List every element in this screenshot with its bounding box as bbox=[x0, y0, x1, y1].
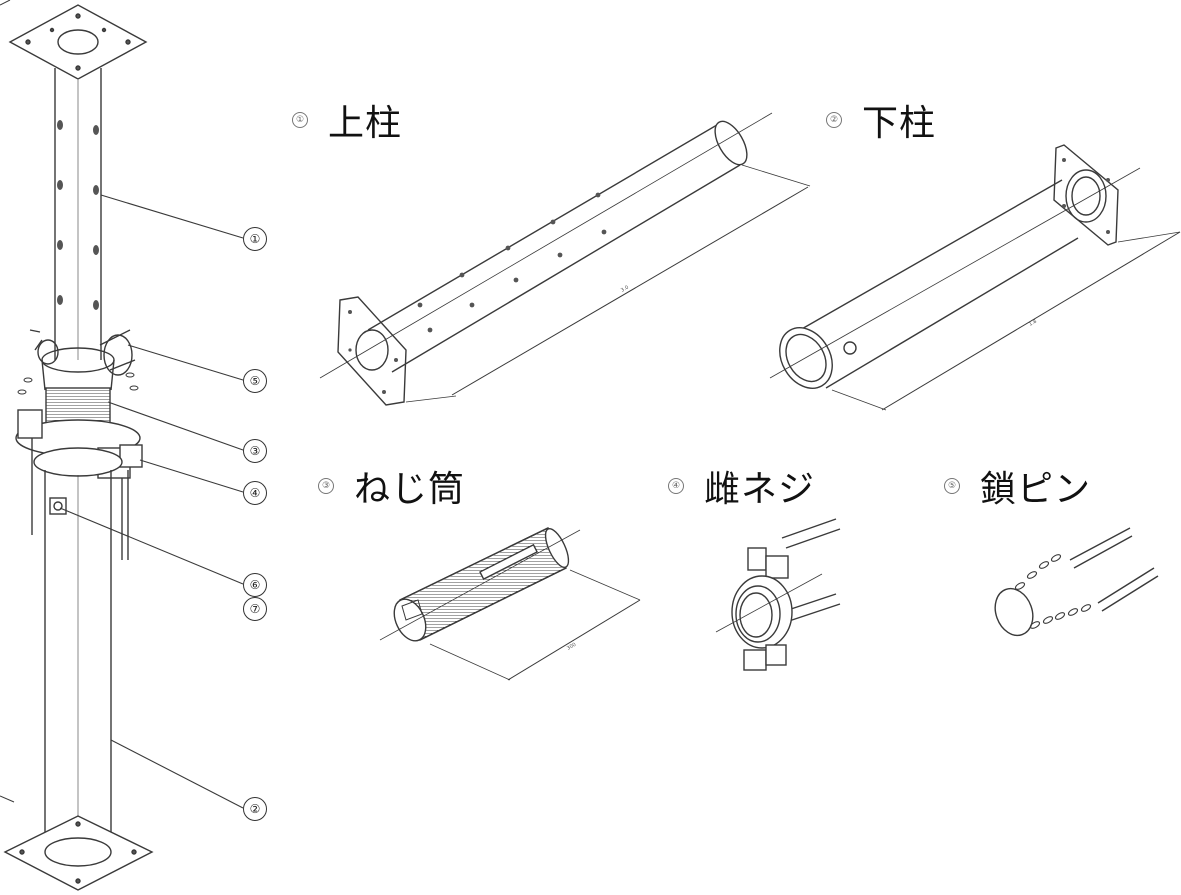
upper-post-drawing: 3.0 bbox=[319, 112, 811, 406]
lower-post-drawing: 1.8 bbox=[769, 144, 1181, 411]
part-name-female-screw: 雌ネジ bbox=[704, 469, 816, 510]
threaded-tube-drawing: 300 bbox=[379, 527, 641, 681]
chain-pin-drawing bbox=[994, 527, 1159, 637]
part-title-female-screw: ④ 雌ネジ bbox=[668, 460, 815, 512]
part-number-5: ⑤ bbox=[944, 478, 960, 494]
part-name-chain-pin: 鎖ピン bbox=[980, 469, 1092, 510]
part-name-threaded-tube: ねじ筒 bbox=[354, 469, 466, 510]
part-number-2: ② bbox=[826, 112, 842, 128]
svg-text:1.8: 1.8 bbox=[1028, 319, 1038, 328]
part-title-chain-pin: ⑤ 鎖ピン bbox=[944, 460, 1091, 512]
part-title-upper-post: ① 上柱 bbox=[292, 94, 402, 146]
svg-text:3.0: 3.0 bbox=[620, 285, 630, 294]
callout-4: ④ bbox=[243, 481, 267, 505]
callout-7: ⑦ bbox=[243, 597, 267, 621]
female-screw-drawing bbox=[715, 518, 841, 671]
part-title-threaded-tube: ③ ねじ筒 bbox=[318, 460, 465, 512]
part-number-3: ③ bbox=[318, 478, 334, 494]
assembled-support-drawing bbox=[0, 0, 154, 891]
part-name-upper-post: 上柱 bbox=[328, 103, 403, 144]
part-name-lower-post: 下柱 bbox=[862, 103, 937, 144]
svg-text:300: 300 bbox=[566, 642, 577, 652]
part-number-4: ④ bbox=[668, 478, 684, 494]
callout-2: ② bbox=[243, 797, 267, 821]
callout-3: ③ bbox=[243, 439, 267, 463]
callout-1: ① bbox=[243, 227, 267, 251]
callout-5: ⑤ bbox=[243, 369, 267, 393]
leader-lines bbox=[59, 194, 244, 809]
callout-6: ⑥ bbox=[243, 573, 267, 597]
part-number-1: ① bbox=[292, 112, 308, 128]
part-title-lower-post: ② 下柱 bbox=[826, 94, 936, 146]
